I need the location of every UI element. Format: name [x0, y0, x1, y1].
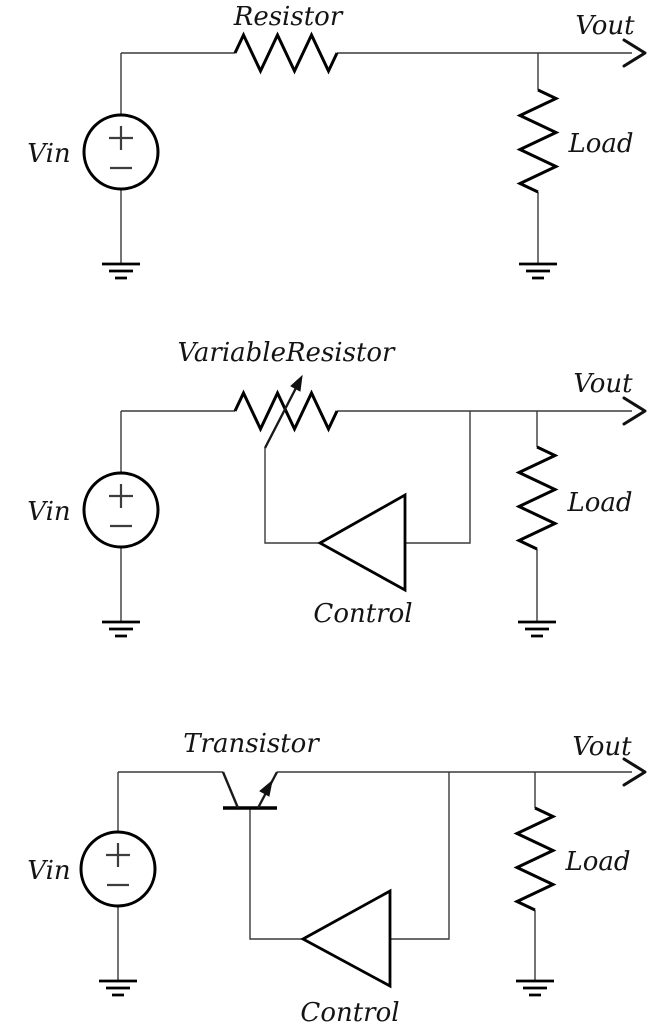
transistor-symbol: [221, 771, 279, 810]
control-amplifier-triangle: [300, 888, 392, 989]
feedback-loop-wire: [249, 772, 450, 940]
load-label: Load: [564, 847, 630, 877]
feedback-loop-wire: [264, 411, 471, 544]
ground-icon: [99, 979, 137, 997]
wiper-arrow-shaft: [263, 385, 299, 449]
ground-icon: [518, 620, 556, 638]
control-label: Control: [313, 599, 412, 629]
ground-icon: [516, 979, 554, 997]
voltage-source: [79, 830, 157, 908]
source-circle: [79, 830, 157, 908]
vin-label: Vin: [27, 497, 70, 527]
vin-label: Vin: [27, 856, 70, 886]
element-label: VariableResistor: [178, 338, 397, 368]
vout-label: Vout: [575, 11, 635, 41]
circuit-series-resistor: Resistor Vout Vin Load: [27, 2, 647, 280]
circuit-variable-resistor: VariableResistor Vout Vin Load Control: [27, 338, 647, 638]
element-label: Resistor: [233, 2, 344, 32]
load-resistor-zigzag: [513, 806, 557, 912]
vin-label: Vin: [27, 139, 70, 169]
element-label: Transistor: [183, 729, 320, 759]
load-resistor-zigzag: [515, 445, 559, 551]
load-label: Load: [567, 129, 633, 159]
resistor-zigzag: [233, 31, 339, 75]
voltage-source: [82, 113, 160, 191]
ground-icon: [102, 262, 140, 280]
source-circle: [82, 471, 160, 549]
resistor-zigzag: [233, 389, 339, 433]
ground-icon: [102, 620, 140, 638]
vout-arrow-icon: [622, 38, 647, 68]
control-amplifier-triangle: [317, 492, 407, 593]
plus-icon: [109, 126, 133, 150]
vout-label: Vout: [572, 732, 632, 762]
wiper-arrow-icon: [290, 374, 303, 392]
plus-icon: [109, 484, 133, 508]
ground-icon: [519, 262, 557, 280]
vout-label: Vout: [573, 369, 633, 399]
voltage-source: [82, 471, 160, 549]
load-resistor-zigzag: [516, 88, 560, 194]
transistor-collector: [221, 771, 240, 809]
source-circle: [82, 113, 160, 191]
emitter-arrow-icon: [259, 779, 273, 797]
vout-arrow-icon: [622, 757, 647, 787]
control-label: Control: [300, 998, 399, 1024]
load-label: Load: [566, 488, 632, 518]
vout-arrow-icon: [622, 396, 647, 426]
circuit-transistor: Transistor Vout Vin Load Control: [27, 729, 647, 1024]
plus-icon: [106, 843, 130, 867]
